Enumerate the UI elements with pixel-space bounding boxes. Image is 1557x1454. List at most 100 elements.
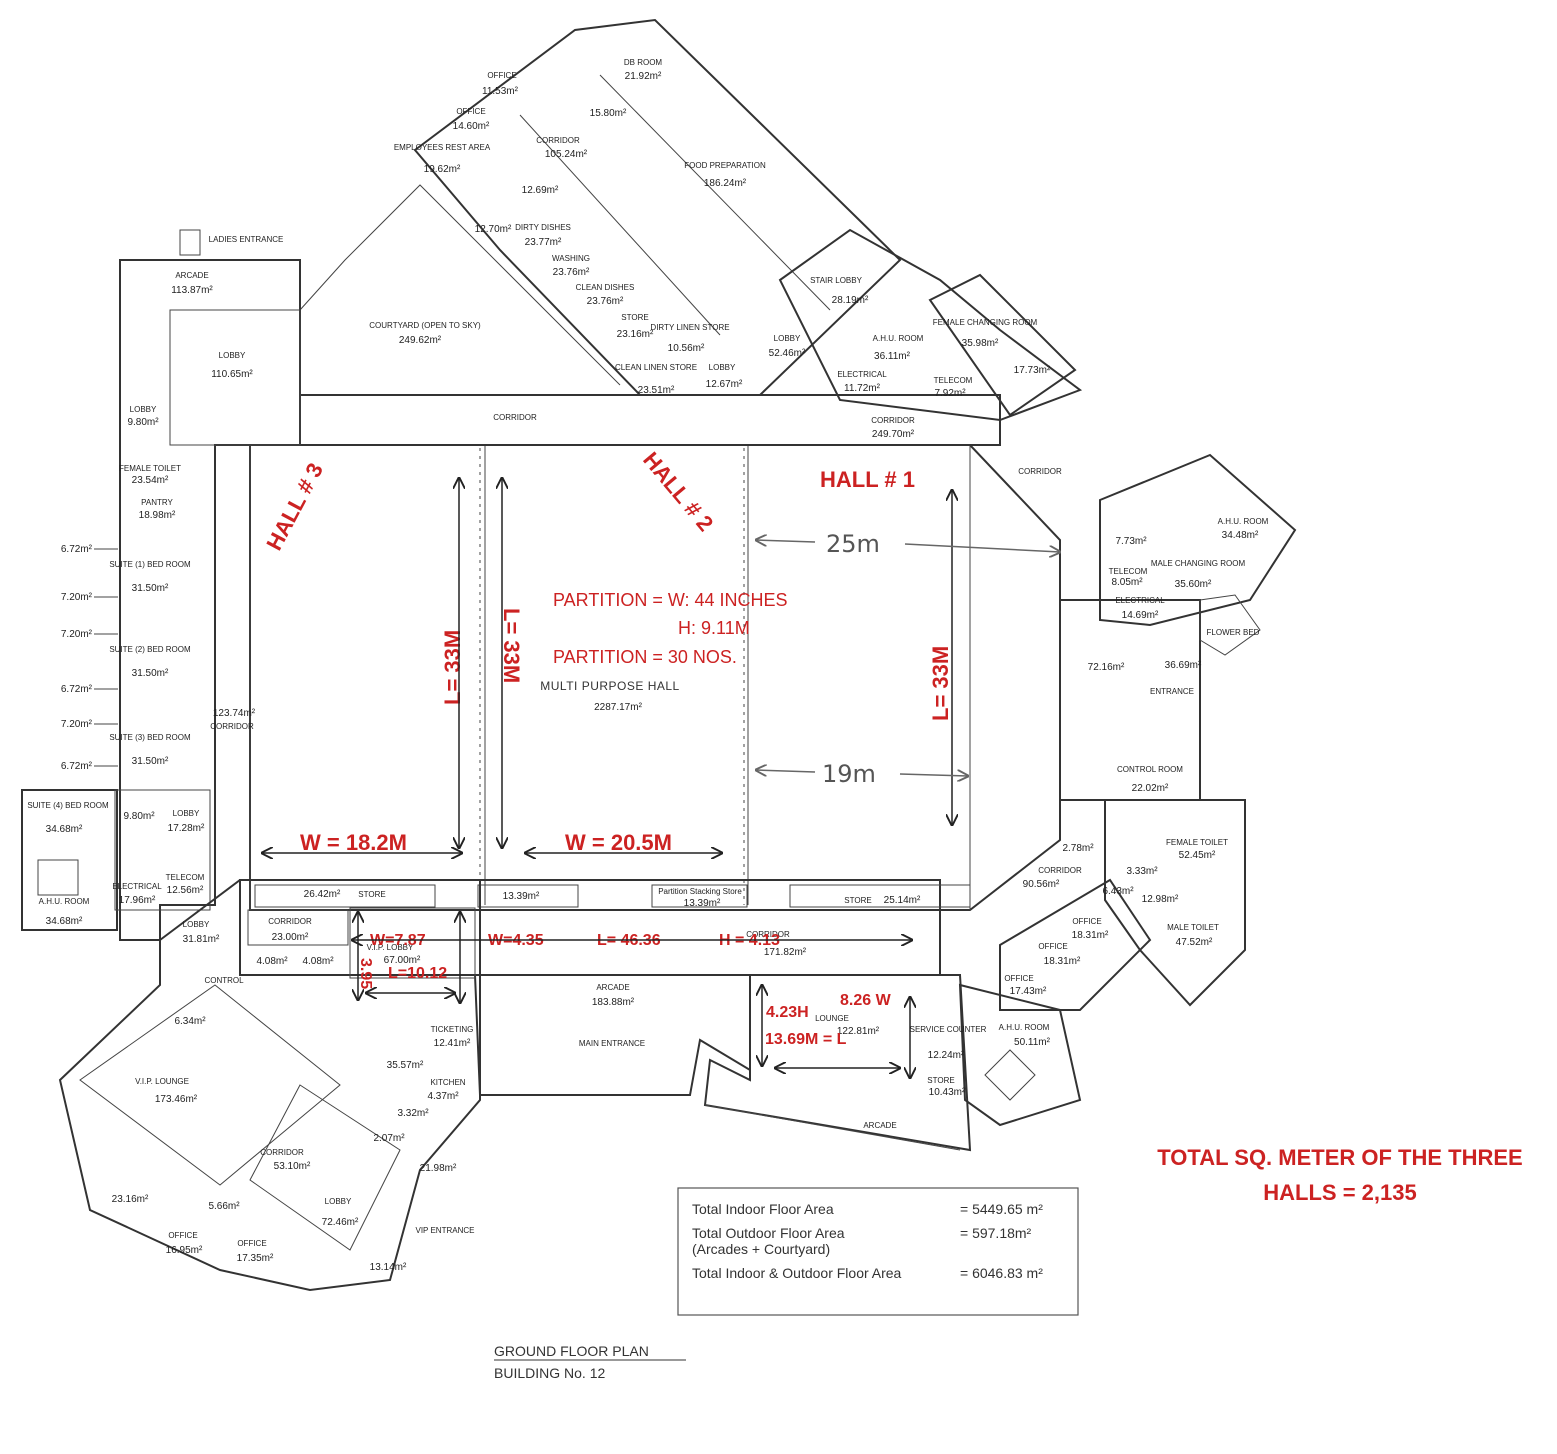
room-area: 22.02m²	[1132, 783, 1169, 794]
room-label: ELECTRICAL	[112, 882, 162, 891]
room-label: CORRIDOR	[268, 917, 312, 926]
room-area: 23.51m²	[638, 385, 675, 396]
room-area: 23.00m²	[272, 932, 309, 943]
room-label: OFFICE	[1004, 974, 1033, 983]
room-area: 5.66m²	[208, 1201, 240, 1212]
room-area: 186.24m²	[704, 178, 747, 189]
room-area: 2.78m²	[1062, 843, 1094, 854]
room-label: ARCADE	[596, 983, 629, 992]
room-label: ARCADE	[175, 271, 208, 280]
room-label: KITCHEN	[430, 1078, 465, 1087]
room-area: 3.32m²	[397, 1108, 429, 1119]
room-area: 19.62m²	[424, 164, 461, 175]
room-area: 72.16m²	[1088, 662, 1125, 673]
room-label: STORE	[621, 313, 648, 322]
room-area: 36.11m²	[874, 351, 911, 362]
room-label: OFFICE	[487, 71, 516, 80]
room-area: 4.08m²	[302, 956, 334, 967]
room-area: 23.16m²	[617, 329, 654, 340]
room-label: OFFICE	[168, 1231, 197, 1240]
hall-2-width: W = 20.5M	[565, 830, 672, 855]
partition-width: PARTITION = W: 44 INCHES	[553, 590, 788, 610]
room-label: CORRIDOR	[1018, 467, 1062, 476]
room-area: 12.67m²	[706, 379, 743, 390]
room-area: 17.96m²	[119, 895, 156, 906]
room-area: 18.31m²	[1072, 930, 1109, 941]
plan-title: GROUND FLOOR PLAN BUILDING No. 12	[494, 1343, 686, 1381]
multi-purpose-hall-area: 2287.17m²	[594, 702, 642, 713]
room-area: 34.68m²	[46, 824, 83, 835]
room-area: 35.57m²	[387, 1060, 424, 1071]
room-label: CORRIDOR	[210, 722, 254, 731]
room-label: LOBBY	[774, 334, 801, 343]
room-label: LOUNGE	[815, 1014, 849, 1023]
room-label: CORRIDOR	[493, 413, 537, 422]
room-area: 4.37m²	[427, 1091, 459, 1102]
room-label: A.H.U. ROOM	[1218, 517, 1269, 526]
room-area: 10.56m²	[668, 343, 705, 354]
room-area: 4.08m²	[256, 956, 288, 967]
room-label: OFFICE	[237, 1239, 266, 1248]
room-area: 67.00m²	[384, 955, 421, 966]
total-halls-line-1: TOTAL SQ. METER OF THE THREE	[1157, 1145, 1522, 1170]
room-label: LOBBY	[173, 809, 200, 818]
room-area: 249.70m²	[872, 429, 915, 440]
room-label: CORRIDOR	[260, 1148, 304, 1157]
room-area: 17.35m²	[237, 1253, 274, 1264]
room-label: ARCADE	[863, 1121, 896, 1130]
room-area: 31.50m²	[132, 668, 169, 679]
room-area: 7.92m²	[934, 388, 966, 399]
room-area: 17.73m²	[1014, 365, 1051, 376]
room-area: 14.69m²	[1122, 610, 1159, 621]
room-label: SUITE (4) BED ROOM	[27, 801, 109, 810]
room-area: 13.39m²	[684, 898, 721, 909]
room-label: FEMALE TOILET	[119, 464, 181, 473]
room-area: 31.81m²	[183, 934, 220, 945]
hall-3-length: L= 33M	[440, 630, 465, 705]
room-area: 7.73m²	[1115, 536, 1147, 547]
room-label: ENTRANCE	[1150, 687, 1194, 696]
room-labels: OFFICE 11.53m² DB ROOM 21.92m² 15.80m² O…	[27, 58, 1268, 1273]
room-area: 12.69m²	[522, 185, 559, 196]
room-label: MALE CHANGING ROOM	[1151, 559, 1246, 568]
room-label: DIRTY LINEN STORE	[650, 323, 729, 332]
room-label: COURTYARD (OPEN TO SKY)	[369, 321, 481, 330]
room-label: LADIES ENTRANCE	[209, 235, 284, 244]
total-area-label: Total Indoor & Outdoor Floor Area	[692, 1265, 902, 1281]
room-label: TELECOM	[934, 376, 973, 385]
room-label: Partition Stacking Store	[658, 887, 742, 896]
room-area: 17.43m²	[1010, 986, 1047, 997]
room-label: MAIN ENTRANCE	[579, 1039, 645, 1048]
room-area: 18.31m²	[1044, 956, 1081, 967]
room-label: EMPLOYEES REST AREA	[394, 143, 491, 152]
room-label: SUITE (3) BED ROOM	[109, 733, 191, 742]
lounge-height: 4.23H	[766, 1004, 809, 1021]
hall-3-width: W = 18.2M	[300, 830, 407, 855]
room-label: LOBBY	[709, 363, 736, 372]
room-area: 12.24m²	[928, 1050, 965, 1061]
room-label: LOBBY	[325, 1197, 352, 1206]
partition-count: PARTITION = 30 NOS.	[553, 647, 737, 667]
room-area: 8.05m²	[1111, 577, 1143, 588]
indoor-area-value: = 5449.65 m²	[960, 1201, 1043, 1217]
hall-1-length: L= 33M	[928, 646, 953, 721]
room-area: 50.11m²	[1014, 1037, 1051, 1048]
room-area: 23.54m²	[132, 475, 169, 486]
room-area: 31.50m²	[132, 583, 169, 594]
room-area: 35.98m²	[962, 338, 999, 349]
room-area: 34.48m²	[1222, 530, 1259, 541]
side-area: 7.20m²	[61, 719, 93, 730]
room-label: CORRIDOR	[871, 416, 915, 425]
side-area: 6.72m²	[61, 544, 93, 555]
room-area: 23.76m²	[587, 296, 624, 307]
building-walls	[21, 18, 1297, 1292]
room-area: 21.98m²	[420, 1163, 457, 1174]
room-label: STORE	[927, 1076, 954, 1085]
room-label: ELECTRICAL	[837, 370, 887, 379]
room-label: OFFICE	[1038, 942, 1067, 951]
dimension-arrows	[262, 478, 1060, 1078]
room-area: 12.70m²	[475, 224, 512, 235]
room-area: 15.80m²	[590, 108, 627, 119]
room-area: 171.82m²	[764, 947, 807, 958]
